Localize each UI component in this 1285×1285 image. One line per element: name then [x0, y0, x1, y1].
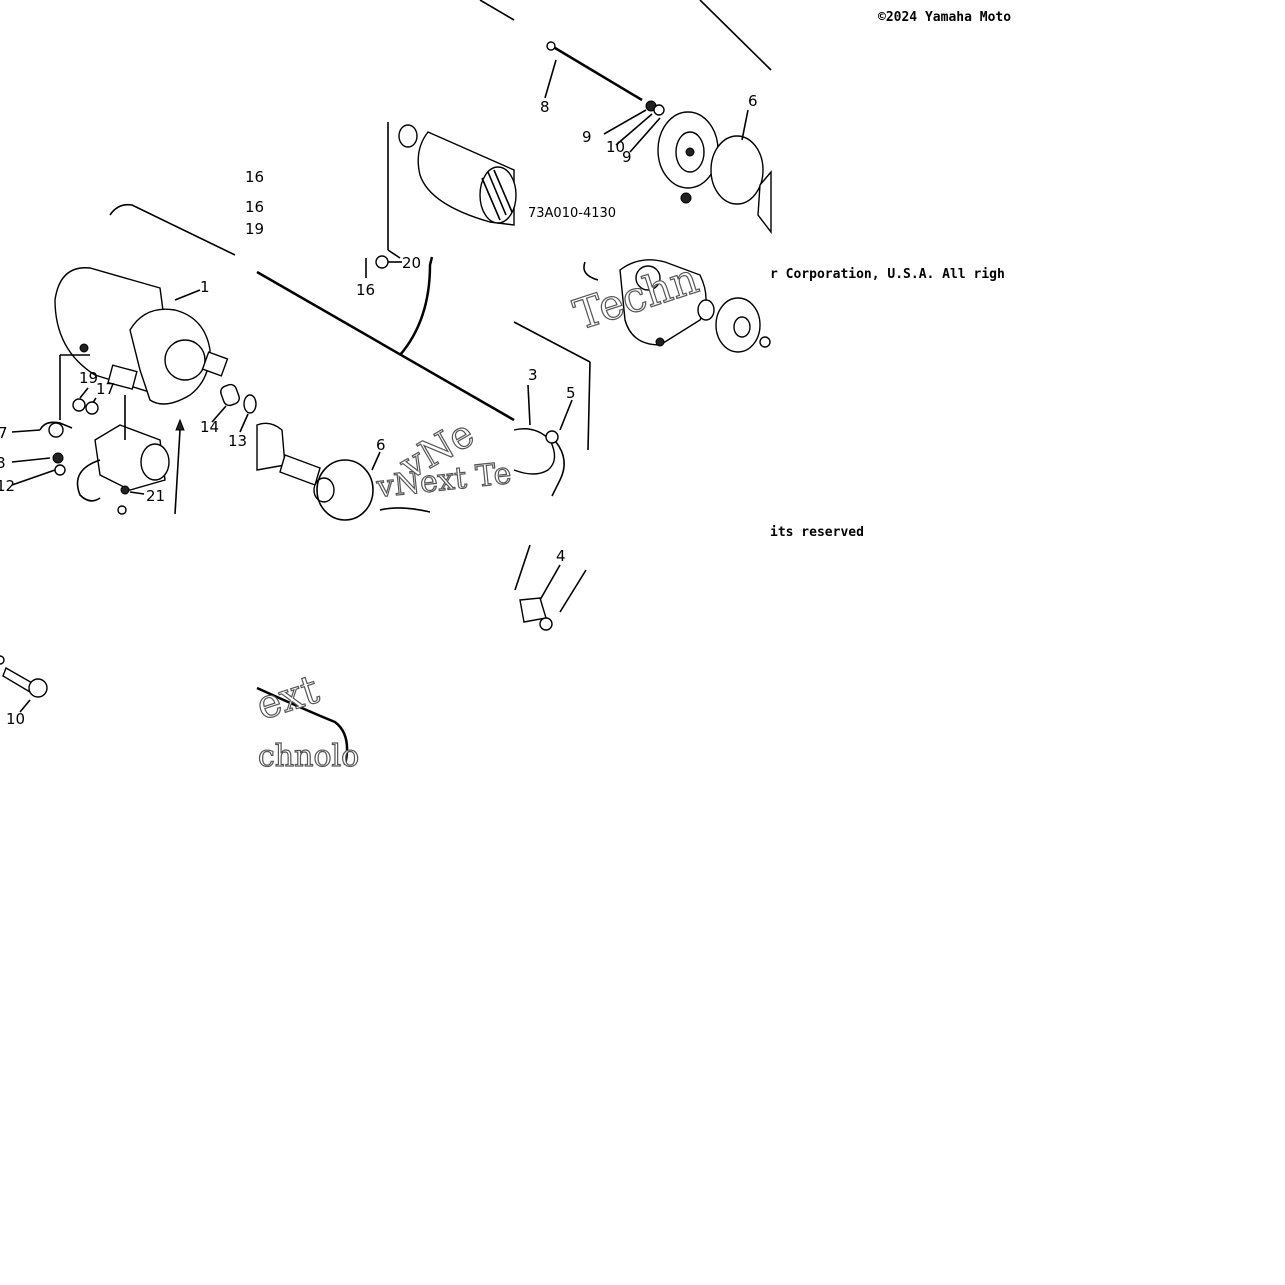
callout-16-lower: 16: [356, 281, 375, 299]
callout-6-top: 6: [748, 92, 758, 110]
callout-8: 8: [540, 98, 550, 116]
diagram-tile-bolt: 10: [0, 655, 48, 728]
callout-3: 3: [528, 366, 538, 384]
diagram-tile-shaft: 20 16 6: [256, 254, 515, 521]
diagram-tile-brush-holder: 3 5: [513, 259, 771, 497]
callout-18: 17: [96, 380, 115, 398]
callout-9-lower: 12: [0, 477, 15, 495]
bushing-shape: [519, 597, 547, 623]
callout-6-middle: 6: [376, 436, 386, 454]
callout-13: 10: [6, 710, 25, 728]
callout-10: 9: [622, 148, 632, 166]
watermark-text-4: chnolo: [258, 739, 359, 774]
callout-4: 4: [556, 547, 566, 565]
through-bolt-shape: [549, 43, 643, 102]
gasket-shape: [710, 135, 764, 205]
callout-20: 20: [402, 254, 421, 272]
callout-19: 19: [245, 220, 264, 238]
copyright-line-3: its reserved: [770, 525, 864, 540]
gear-edge-shape: [757, 170, 772, 235]
diagram-tile-cover-curve: [256, 686, 349, 766]
callout-16: 16: [245, 198, 264, 216]
callout-17: 16: [245, 168, 264, 186]
brush-holder-shape: [513, 428, 556, 475]
callout-1: 1: [200, 278, 210, 296]
diagram-code: 73A010-4130: [528, 206, 616, 221]
callout-9: 10: [606, 138, 625, 156]
callout-19-lower: 19: [79, 369, 98, 387]
o-ring-shape: [398, 124, 418, 148]
callout-8-lower: 8: [0, 454, 6, 472]
diagram-tile-bushing: 4: [514, 544, 587, 631]
callout-12: 9: [582, 128, 592, 146]
watermark-text-3: ext: [251, 667, 324, 730]
callout-21: 21: [146, 487, 165, 505]
callout-14: 13: [228, 432, 247, 450]
drive-shaft-shape: [279, 454, 321, 486]
callout-15: 14: [200, 418, 219, 436]
copyright-line-2: r Corporation, U.S.A. All righ: [770, 267, 1005, 282]
diagram-tile-end-cover: 8 9 10 9 6 73A010-4130: [528, 0, 772, 235]
pinion-housing-shape: [256, 422, 286, 471]
copyright-line-1: ©2024 Yamaha Moto: [878, 10, 1011, 25]
callout-7: 7: [0, 424, 8, 442]
callout-5: 5: [566, 384, 576, 402]
diagram-tile-starter-motor: 1 14 13 19 17 7 8 12: [0, 203, 257, 515]
diagram-tile-armature: 16 16 19: [245, 0, 517, 259]
